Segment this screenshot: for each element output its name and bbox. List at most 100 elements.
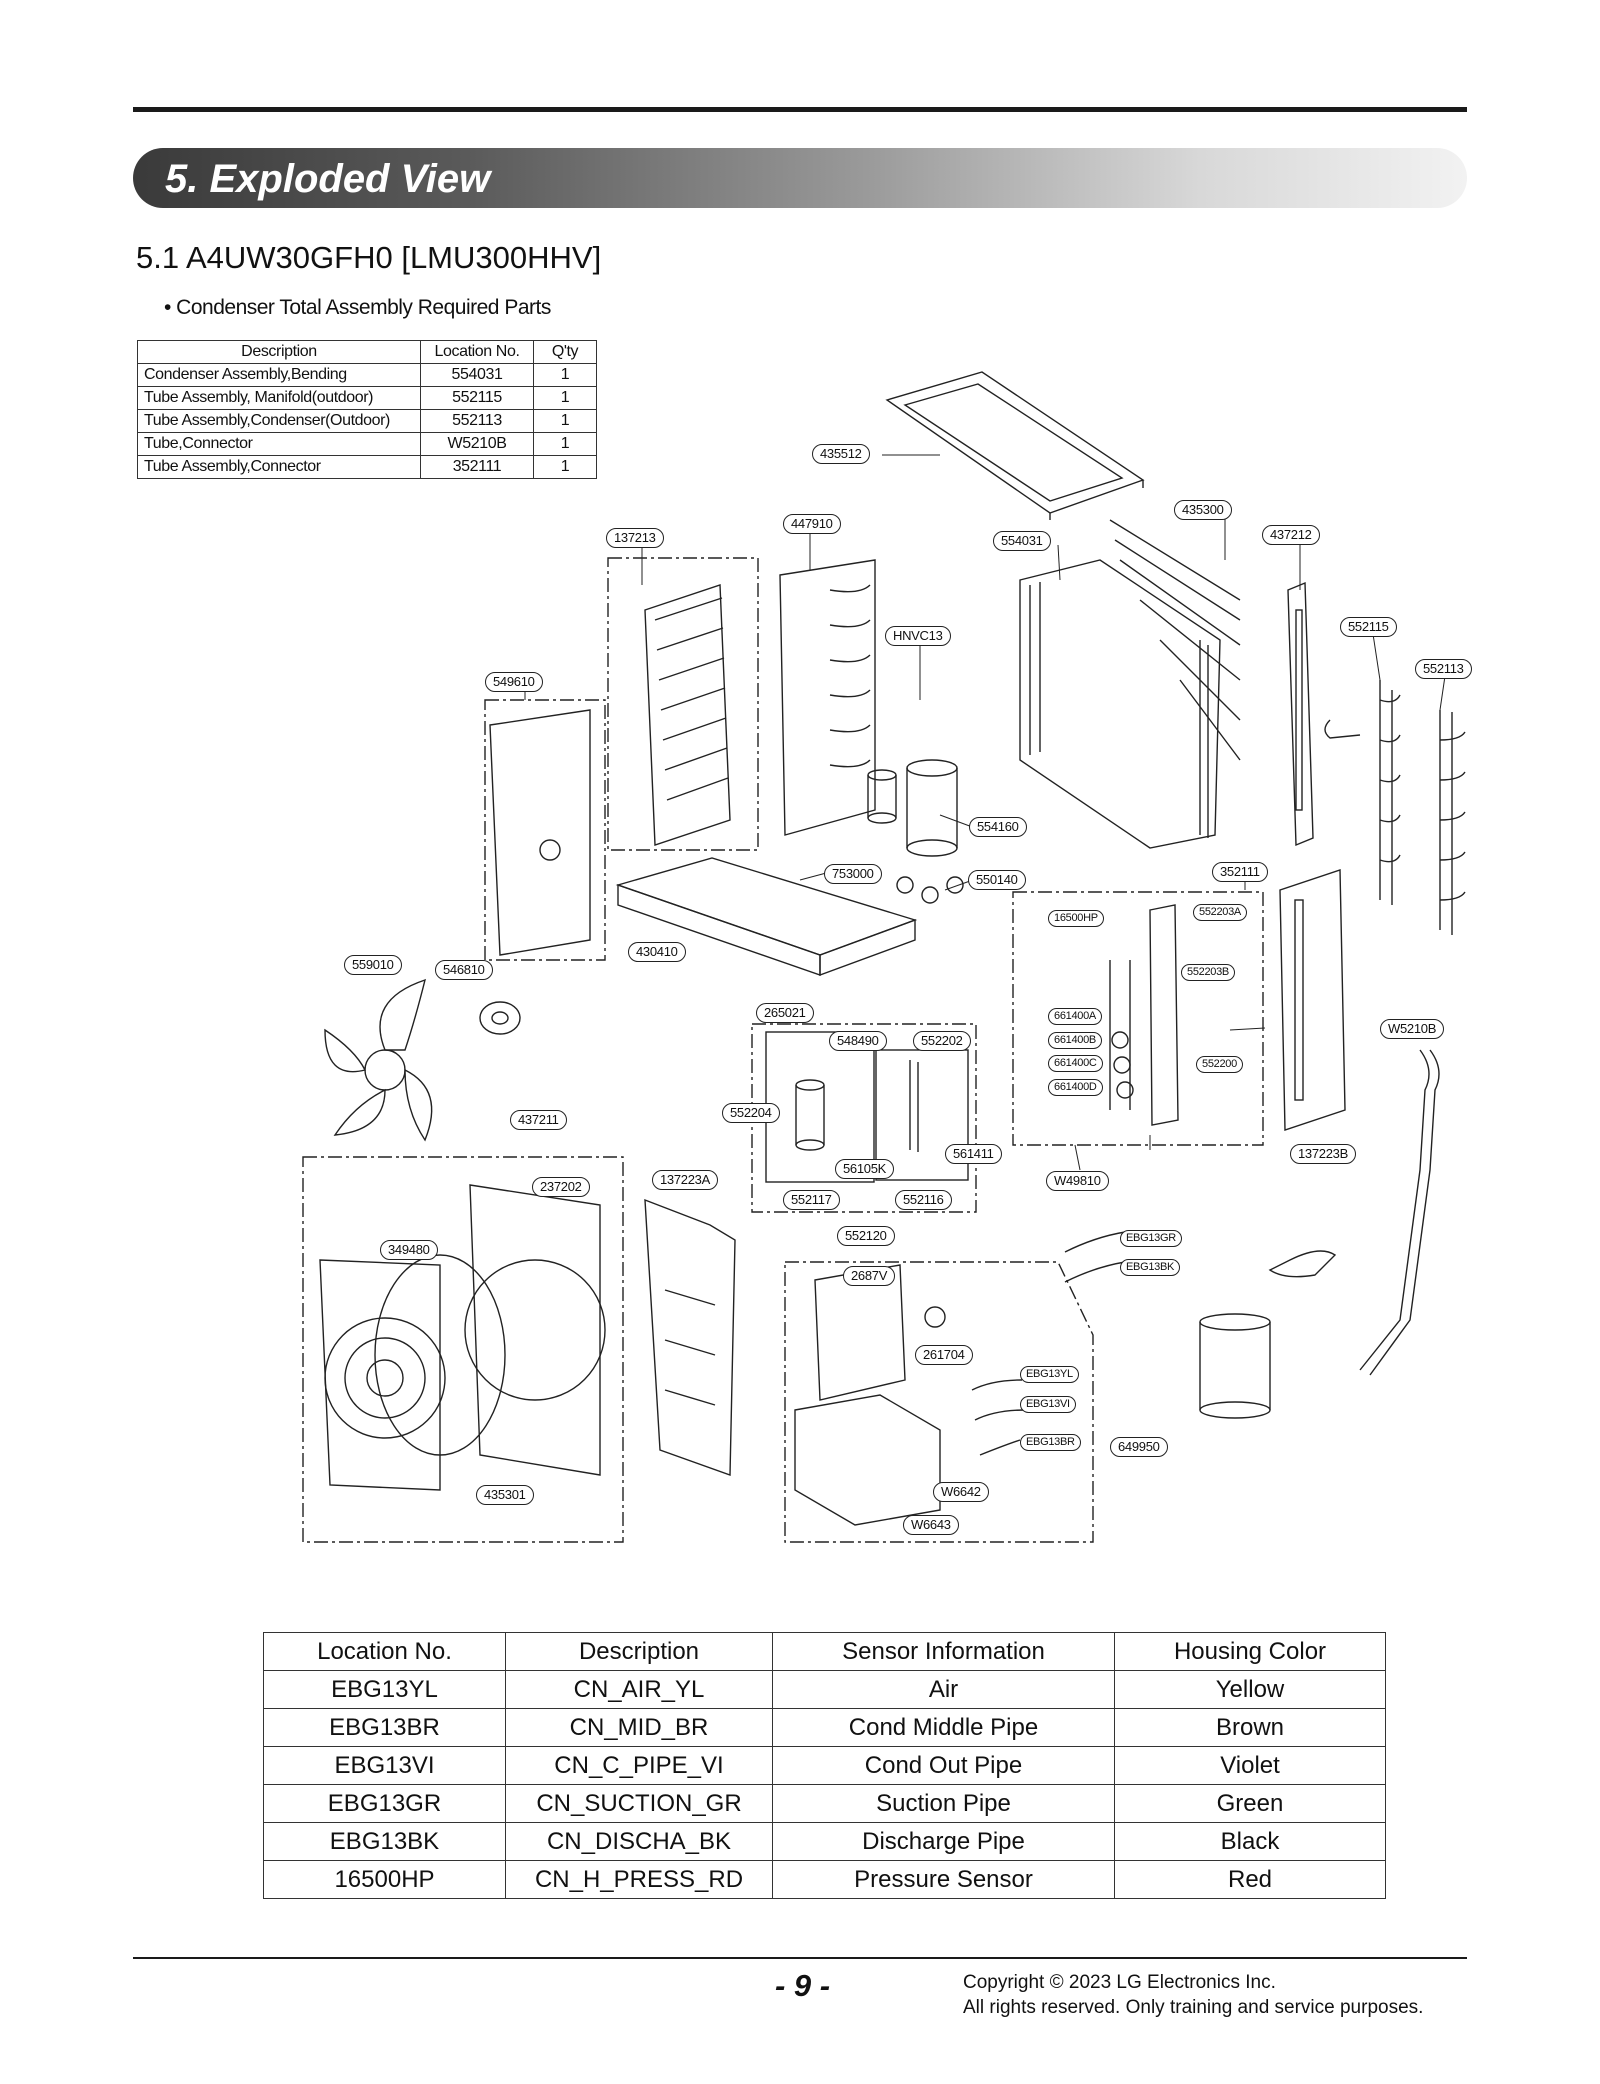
cell: Discharge Pipe — [772, 1822, 1115, 1861]
col-housing-color: Housing Color — [1114, 1632, 1386, 1671]
required-parts-table: Description Location No. Q'ty Condenser … — [137, 340, 597, 479]
callout-label: 649950 — [1110, 1437, 1168, 1457]
callout-label: 559010 — [344, 955, 402, 975]
cell: CN_AIR_YL — [505, 1670, 773, 1709]
cell: Air — [772, 1670, 1115, 1709]
callout-label: 435301 — [476, 1485, 534, 1505]
front-side-panel-drawing — [644, 1198, 736, 1476]
cell: EBG13BK — [263, 1822, 506, 1861]
col-location: Location No. — [263, 1632, 506, 1671]
cell: CN_H_PRESS_RD — [505, 1860, 773, 1899]
cell: Yellow — [1114, 1670, 1386, 1709]
callout-label: 552120 — [837, 1226, 895, 1246]
callout-label: 552113 — [1415, 659, 1472, 679]
fan-motor-drawing — [479, 1001, 521, 1035]
callout-label: 661400D — [1048, 1079, 1103, 1096]
cell: Tube Assembly, Manifold(outdoor) — [137, 386, 421, 410]
cell: 1 — [533, 386, 597, 410]
callout-label: 661400C — [1048, 1055, 1103, 1072]
callout-label: 265021 — [756, 1003, 814, 1023]
col-description: Description — [137, 340, 421, 364]
callout-label: 137223A — [652, 1170, 718, 1190]
col-description: Description — [505, 1632, 773, 1671]
service-panel-drawing — [1279, 869, 1346, 1131]
callout-label: 16500HP — [1048, 910, 1104, 927]
cell: Cond Out Pipe — [772, 1746, 1115, 1785]
cell: 552115 — [420, 386, 534, 410]
copyright-line-1: Copyright © 2023 LG Electronics Inc. — [963, 1972, 1276, 1993]
partition-drawing — [779, 559, 876, 836]
callout-label: 661400A — [1048, 1008, 1102, 1025]
callout-label: 447910 — [783, 514, 841, 534]
cell: CN_DISCHA_BK — [505, 1822, 773, 1861]
callout-label: EBG13BR — [1020, 1434, 1081, 1451]
callout-label: 437212 — [1262, 525, 1320, 545]
callout-label: 561411 — [945, 1144, 1002, 1164]
model-title: 5.1 A4UW30GFH0 [LMU300HHV] — [136, 240, 602, 275]
top-rule — [133, 107, 1467, 112]
fan-drawing — [324, 978, 433, 1142]
cell: Red — [1114, 1860, 1386, 1899]
cell: 16500HP — [263, 1860, 506, 1899]
callout-label: 435300 — [1174, 500, 1232, 520]
callout-label: 548490 — [829, 1031, 887, 1051]
cell: Tube,Connector — [137, 432, 421, 456]
callout-label: 552116 — [895, 1190, 952, 1210]
cell: Black — [1114, 1822, 1386, 1861]
insulation-jacket-drawing — [1199, 1313, 1271, 1419]
motor-bracket-drawing — [484, 699, 606, 961]
callout-label: 661400B — [1048, 1032, 1102, 1049]
cell: Tube Assembly,Connector — [137, 455, 421, 479]
cell: CN_SUCTION_GR — [505, 1784, 773, 1823]
callout-label: 552202 — [913, 1031, 971, 1051]
callout-label: 552203A — [1193, 904, 1247, 921]
callout-label: W6642 — [933, 1482, 989, 1502]
cell: Cond Middle Pipe — [772, 1708, 1115, 1747]
front-panel-drawing — [302, 1156, 624, 1543]
side-bracket-drawing — [1287, 581, 1314, 847]
cell: Condenser Assembly,Bending — [137, 363, 421, 387]
top-cover-drawing — [885, 371, 1145, 520]
cell: Suction Pipe — [772, 1784, 1115, 1823]
callout-label: 56105K — [835, 1159, 895, 1179]
table-header-row: Description Location No. Q'ty — [137, 340, 597, 364]
col-qty: Q'ty — [533, 340, 597, 364]
callout-label: EBG13GR — [1120, 1230, 1182, 1247]
cell: EBG13YL — [263, 1670, 506, 1709]
exploded-view-diagram — [302, 371, 1466, 1543]
callout-label: 549610 — [485, 672, 543, 692]
sensor-info-table: Location No. Description Sensor Informat… — [263, 1632, 1386, 1899]
cell: 352111 — [420, 455, 534, 479]
table-header-row: Location No. Description Sensor Informat… — [263, 1632, 1386, 1671]
cell: CN_MID_BR — [505, 1708, 773, 1747]
callout-label: 552200 — [1196, 1056, 1243, 1073]
callout-label: 552117 — [783, 1190, 840, 1210]
cell: Pressure Sensor — [772, 1860, 1115, 1899]
callout-label: W49810 — [1046, 1171, 1109, 1191]
section-title: 5. Exploded View — [165, 157, 491, 201]
cell: 1 — [533, 455, 597, 479]
required-parts-heading: • Condenser Total Assembly Required Part… — [164, 296, 551, 319]
callout-leaders — [524, 454, 1446, 1171]
cell: 1 — [533, 363, 597, 387]
callout-label: EBG13YL — [1020, 1366, 1079, 1383]
callout-label: 554160 — [969, 817, 1027, 837]
callout-label: 435512 — [812, 444, 870, 464]
cell: EBG13GR — [263, 1784, 506, 1823]
cell: 554031 — [420, 363, 534, 387]
callout-label: EBG13VI — [1020, 1396, 1076, 1413]
callout-label: 552115 — [1340, 617, 1397, 637]
col-sensor-info: Sensor Information — [772, 1632, 1115, 1671]
bottom-rule — [133, 1957, 1467, 1959]
callout-label: 550140 — [968, 870, 1026, 890]
cell: 1 — [533, 409, 597, 433]
callout-label: EBG13BK — [1120, 1259, 1181, 1276]
